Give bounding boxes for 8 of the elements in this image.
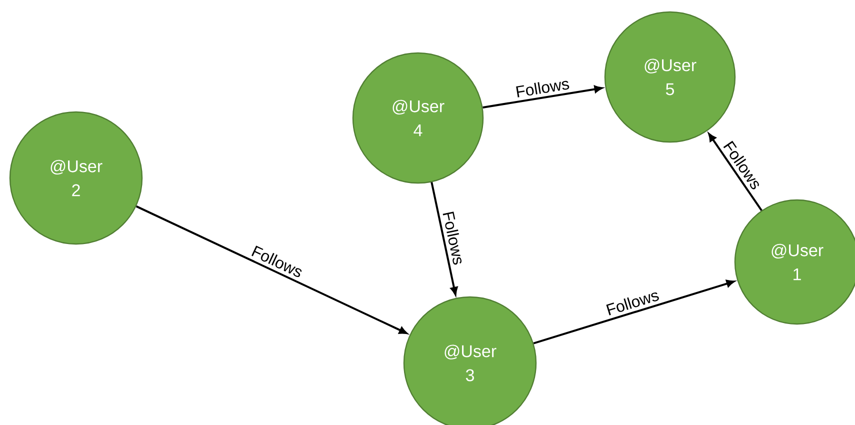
edge-label: Follows xyxy=(606,292,659,316)
arrow xyxy=(136,205,408,334)
edge-label: Follows xyxy=(442,212,462,265)
arrow xyxy=(482,86,602,108)
edge-label: Follows xyxy=(516,80,570,98)
arrow xyxy=(708,133,762,211)
arrow xyxy=(430,182,458,296)
arrow xyxy=(533,280,735,344)
